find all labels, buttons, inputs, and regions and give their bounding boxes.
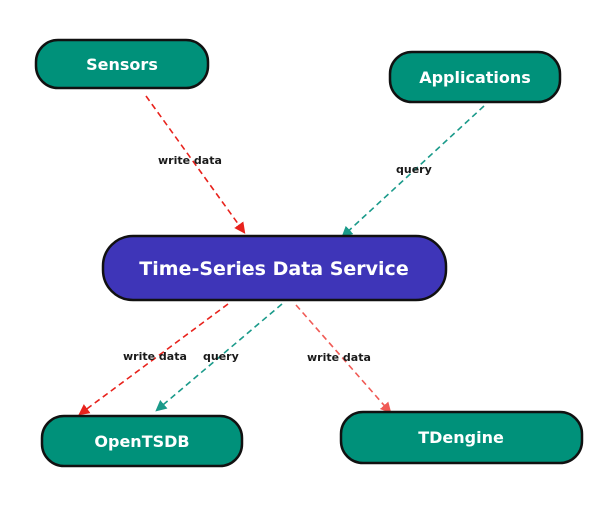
edge-service-to-opentsdb-write (78, 303, 229, 416)
edge-service-to-opentsdb-query (155, 303, 283, 412)
edge-label-applications-query: query (396, 163, 432, 176)
edge-label-tdengine-write: write data (307, 351, 371, 364)
node-sensors: Sensors (34, 38, 210, 90)
node-applications-label: Applications (419, 68, 531, 87)
edge-sensors-to-service (145, 95, 246, 234)
node-tdengine: TDengine (339, 410, 584, 465)
edge-label-opentsdb-write: write data (123, 350, 187, 363)
edge-label-opentsdb-query: query (203, 350, 239, 363)
node-opentsdb-label: OpenTSDB (94, 432, 189, 451)
node-applications: Applications (388, 50, 562, 104)
edge-applications-to-service (341, 105, 485, 238)
node-service-label: Time-Series Data Service (139, 258, 408, 280)
node-service: Time-Series Data Service (101, 234, 448, 302)
node-opentsdb: OpenTSDB (40, 414, 244, 468)
edge-service-to-tdengine (295, 304, 392, 414)
edge-label-sensors-write: write data (158, 154, 222, 167)
node-sensors-label: Sensors (86, 55, 158, 74)
node-tdengine-label: TDengine (418, 428, 504, 447)
